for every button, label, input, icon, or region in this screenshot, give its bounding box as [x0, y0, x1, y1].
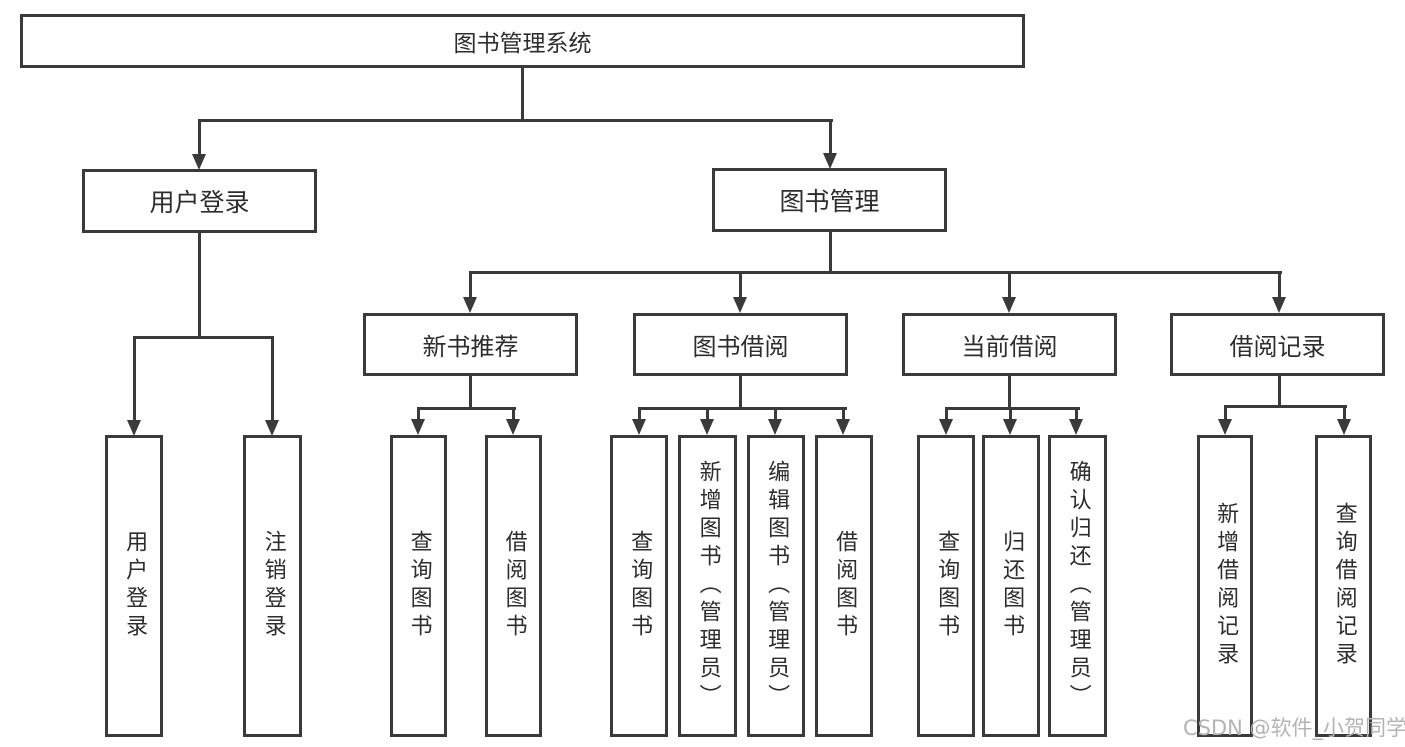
- arrow-down-icon: [1272, 297, 1286, 313]
- node-label: 借阅图书: [501, 530, 527, 642]
- connector-line: [512, 407, 515, 422]
- connector-line: [1224, 405, 1227, 422]
- node-current-borrow: 当前借阅: [902, 313, 1117, 376]
- connector-line: [1008, 376, 1011, 410]
- arrow-down-icon: [1002, 297, 1016, 313]
- arrow-down-icon: [700, 419, 714, 435]
- node-leaf-query-books-recommend: 查询图书: [390, 435, 447, 737]
- connector-line: [271, 336, 274, 422]
- connector-line: [638, 407, 847, 410]
- arrow-down-icon: [939, 419, 953, 435]
- node-label: 图书管理: [779, 187, 880, 216]
- connector-line: [1224, 405, 1347, 408]
- node-label: 查询图书: [406, 530, 432, 642]
- node-label: 当前借阅: [961, 333, 1058, 361]
- connector-line: [469, 376, 472, 410]
- arrow-down-icon: [1218, 419, 1232, 435]
- node-leaf-edit-books-admin: 编辑图书（管理员）: [747, 435, 805, 737]
- connector-line: [198, 119, 201, 157]
- node-label: 编辑图书（管理员）: [764, 460, 790, 712]
- connector-line: [1008, 271, 1011, 299]
- arrow-down-icon: [632, 419, 646, 435]
- arrow-down-icon: [1069, 419, 1083, 435]
- connector-line: [706, 407, 709, 422]
- node-book-borrow: 图书借阅: [633, 313, 848, 376]
- node-leaf-logout: 注销登录: [243, 435, 302, 737]
- arrow-down-icon: [506, 419, 520, 435]
- connector-line: [521, 67, 524, 122]
- node-label: 用户登录: [149, 188, 250, 217]
- arrow-down-icon: [836, 419, 850, 435]
- node-label: 借阅图书: [832, 530, 858, 642]
- node-label: 图书管理系统: [453, 31, 592, 57]
- node-book-management-branch: 图书管理: [712, 168, 947, 232]
- arrow-down-icon: [411, 419, 425, 435]
- arrow-down-icon: [1003, 419, 1017, 435]
- connector-line: [198, 233, 201, 339]
- connector-line: [1343, 405, 1346, 422]
- connector-line: [1278, 271, 1281, 299]
- node-leaf-add-borrow-record: 新增借阅记录: [1197, 435, 1253, 737]
- node-leaf-user-login: 用户登录: [105, 435, 163, 737]
- node-label: 用户登录: [122, 530, 148, 642]
- arrow-down-icon: [733, 297, 747, 313]
- node-leaf-borrow-books: 借阅图书: [815, 435, 873, 737]
- connector-line: [945, 407, 1080, 410]
- node-label: 查询图书: [627, 530, 653, 642]
- connector-line: [774, 407, 777, 422]
- node-leaf-confirm-return-admin: 确认归还（管理员）: [1048, 435, 1107, 737]
- connector-line: [739, 376, 742, 410]
- node-label: 新增借阅记录: [1213, 502, 1239, 670]
- connector-line: [1278, 376, 1281, 408]
- connector-line: [842, 407, 845, 422]
- connector-line: [829, 119, 832, 155]
- connector-line: [417, 407, 516, 410]
- connector-line: [469, 271, 472, 299]
- connector-line: [133, 336, 274, 339]
- node-leaf-query-books-borrow: 查询图书: [610, 435, 668, 737]
- node-label: 归还图书: [999, 530, 1025, 642]
- connector-line: [829, 232, 832, 274]
- node-leaf-borrow-books-recommend: 借阅图书: [485, 435, 542, 737]
- node-label: 图书借阅: [692, 333, 789, 361]
- connector-line: [469, 271, 1282, 274]
- connector-line: [638, 407, 641, 422]
- node-label: 查询借阅记录: [1331, 502, 1357, 670]
- node-new-book-recommend: 新书推荐: [363, 313, 578, 376]
- node-label: 注销登录: [260, 530, 286, 642]
- node-user-login-branch: 用户登录: [82, 169, 317, 233]
- node-label: 查询图书: [934, 530, 960, 642]
- node-label: 借阅记录: [1229, 333, 1326, 361]
- node-label: 确认归还（管理员）: [1065, 460, 1091, 712]
- node-root-library-system: 图书管理系统: [20, 14, 1025, 68]
- connector-line: [1009, 407, 1012, 422]
- node-label: 新增图书（管理员）: [695, 460, 721, 712]
- arrow-down-icon: [768, 419, 782, 435]
- node-borrow-records: 借阅记录: [1170, 313, 1385, 376]
- arrow-down-icon: [192, 154, 206, 170]
- csdn-watermark: CSDN @软件_小贺同学: [1183, 716, 1405, 740]
- node-leaf-return-books: 归还图书: [982, 435, 1040, 737]
- connector-line: [198, 119, 833, 122]
- arrow-down-icon: [127, 420, 141, 436]
- connector-line: [945, 407, 948, 422]
- node-leaf-query-borrow-record: 查询借阅记录: [1315, 435, 1372, 737]
- arrow-down-icon: [463, 297, 477, 313]
- arrow-down-icon: [1337, 419, 1351, 435]
- node-label: 新书推荐: [422, 333, 519, 361]
- connector-line: [1075, 407, 1078, 422]
- connector-line: [417, 407, 420, 422]
- arrow-down-icon: [265, 420, 279, 436]
- connector-line: [133, 336, 136, 422]
- arrow-down-icon: [823, 153, 837, 169]
- node-leaf-query-books-current: 查询图书: [917, 435, 975, 737]
- node-leaf-add-books-admin: 新增图书（管理员）: [678, 435, 737, 737]
- connector-line: [739, 271, 742, 299]
